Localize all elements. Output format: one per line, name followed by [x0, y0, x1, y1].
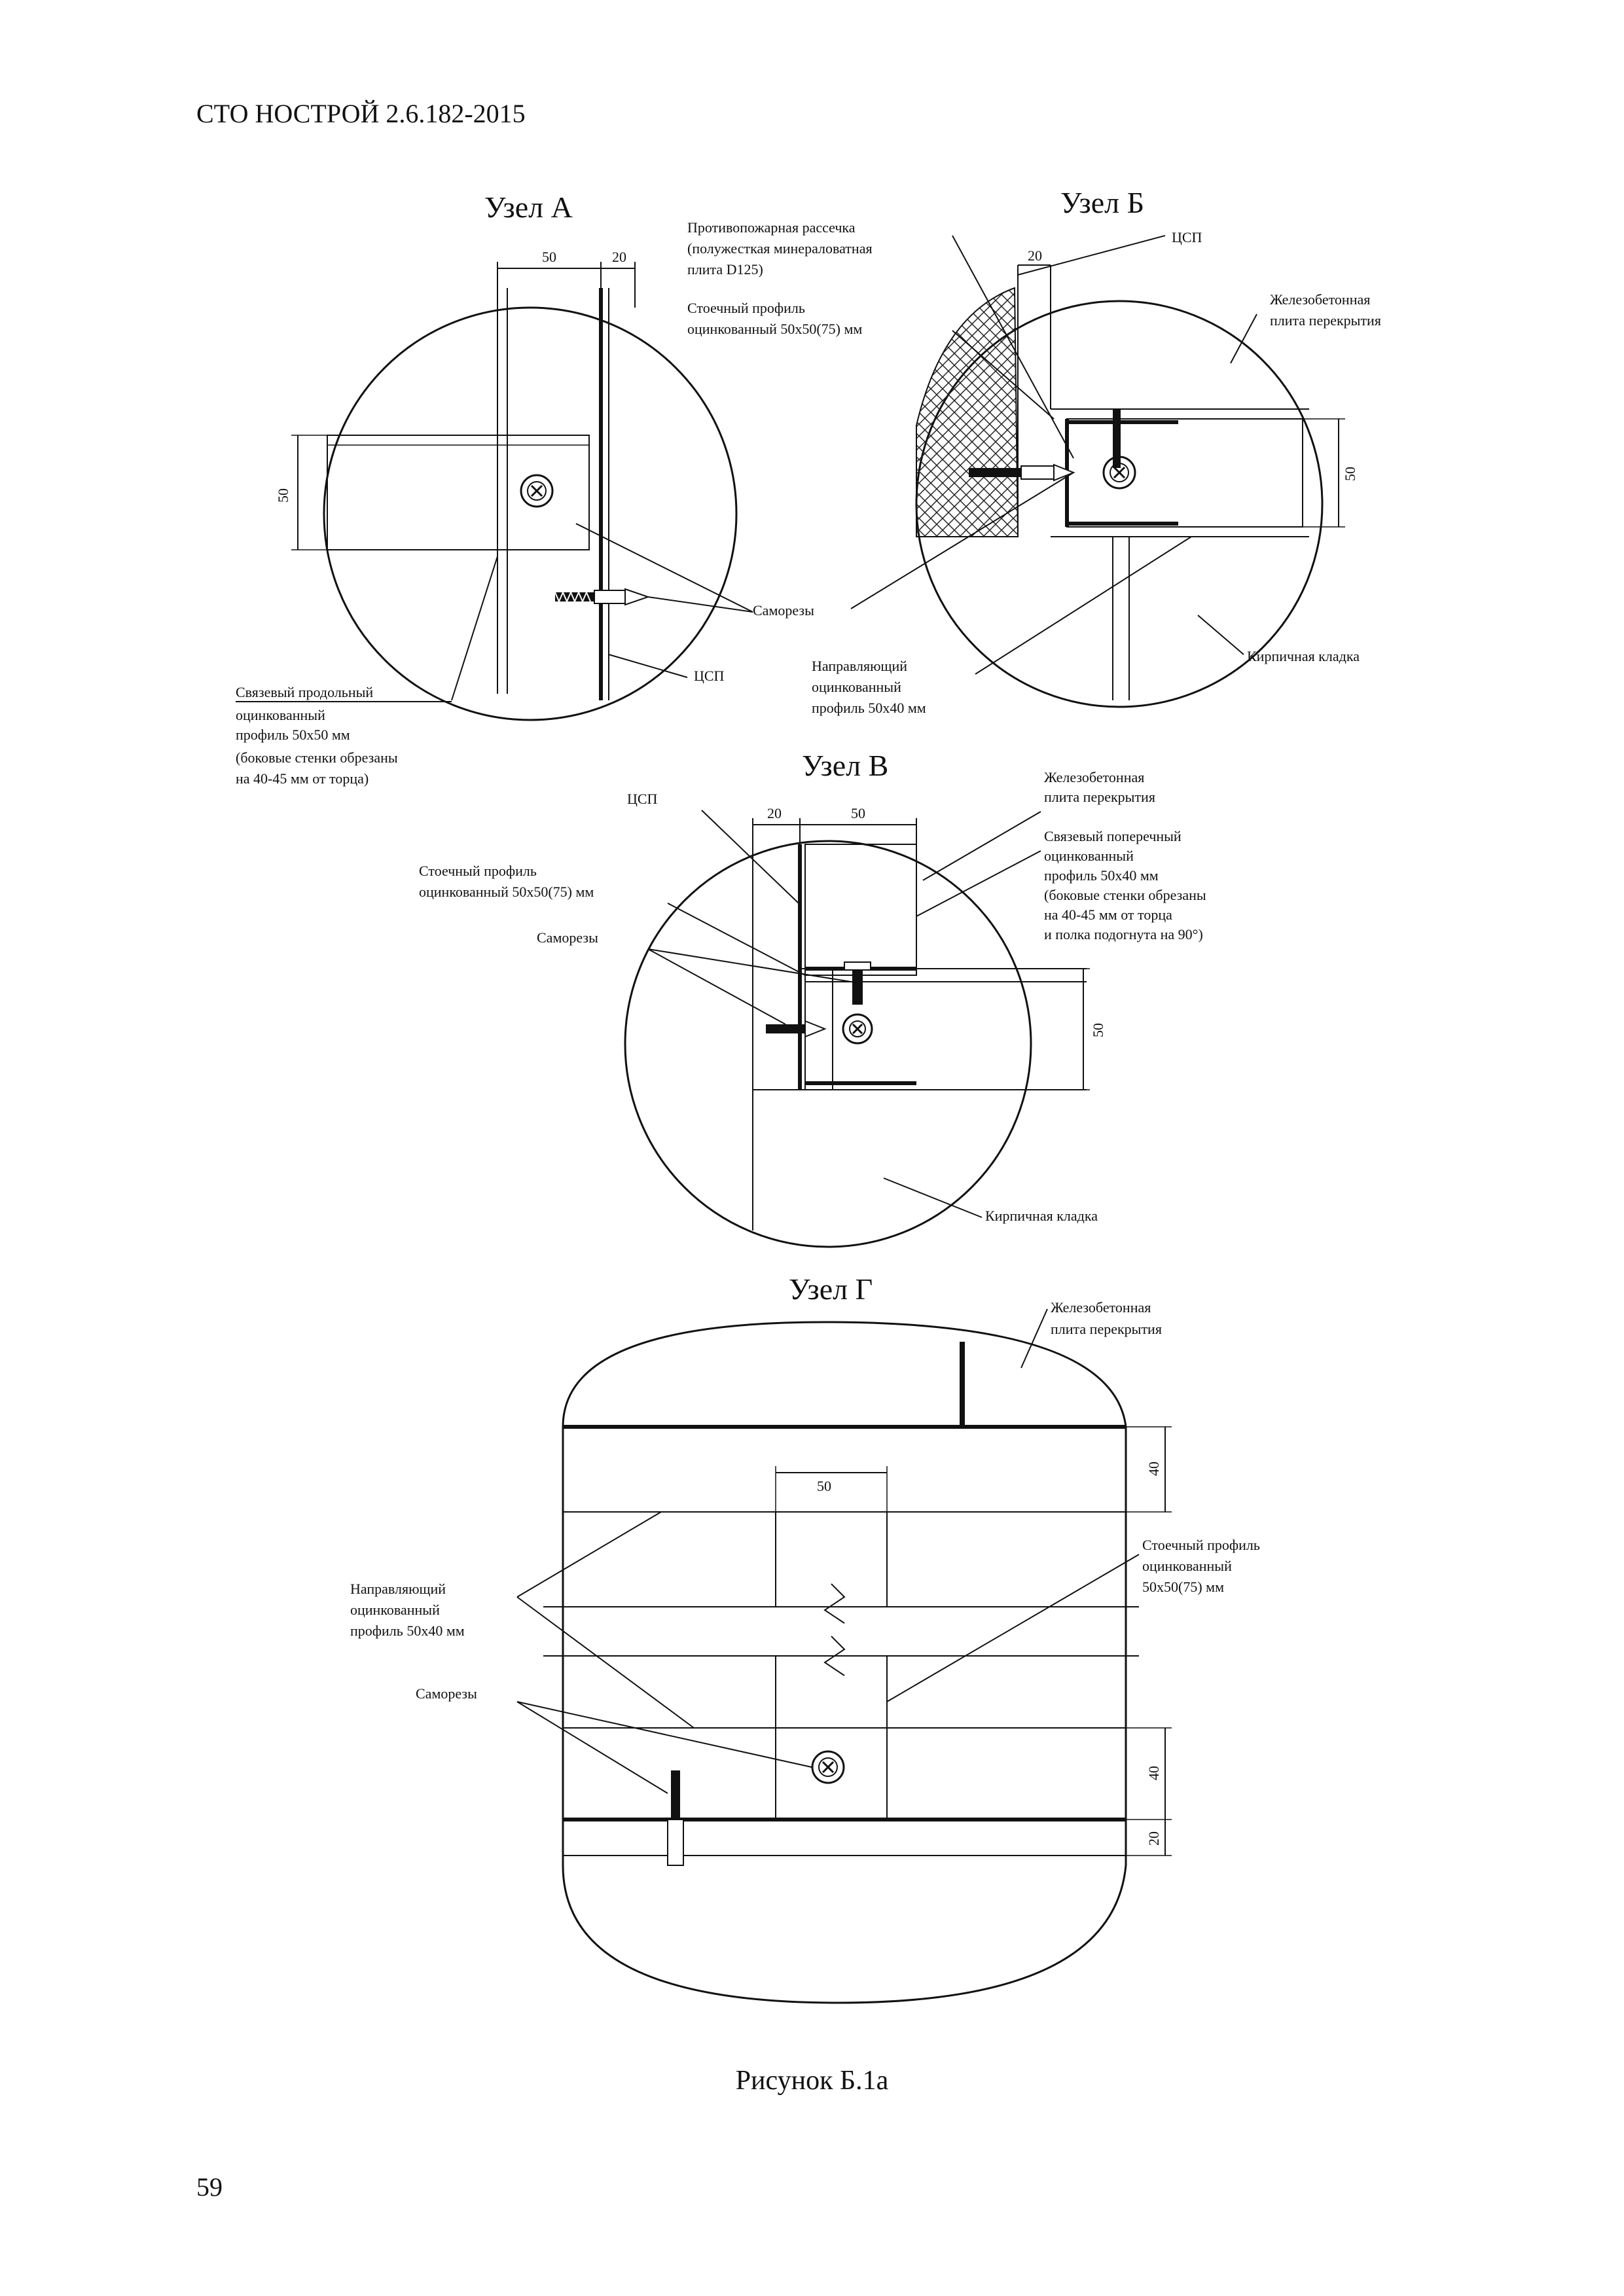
screw-head-icon: [520, 474, 554, 508]
node-v-dim-20: 20: [767, 805, 782, 821]
node-v-circle: [624, 840, 1032, 1248]
node-v: Узел В 20 50: [419, 749, 1206, 1248]
node-v-label-cross-1: Связевый поперечный: [1044, 828, 1182, 844]
node-b-label-tsp: ЦСП: [1172, 229, 1202, 245]
node-b-label-fire-cut-3: плита D125): [687, 261, 763, 278]
node-b-label-slab-2: плита перекрытия: [1270, 312, 1381, 329]
node-g: Узел Г 50: [350, 1272, 1260, 2004]
node-v-label-drain-2: оцинкованный 50х50(75) мм: [419, 884, 594, 900]
node-b-label-fire-cut-2: (полужесткая минераловатная: [687, 240, 873, 257]
node-v-label-cross-2: оцинкованный: [1044, 848, 1134, 864]
screw-icon: [766, 1020, 827, 1038]
node-a-circle: [323, 306, 738, 721]
node-v-label-cross-4: (боковые стенки обрезаны: [1044, 887, 1206, 903]
node-b-label-guide-2: оцинкованный: [812, 679, 901, 695]
node-g-dim-50: 50: [817, 1478, 831, 1494]
node-v-dim-50: 50: [851, 805, 865, 821]
node-v-title: Узел В: [802, 749, 888, 782]
node-g-dim-40-top: 40: [1146, 1462, 1162, 1476]
page-number: 59: [196, 2172, 223, 2202]
node-b-label-brick: Кирпичная кладка: [1247, 648, 1360, 664]
figure-caption: Рисунок Б.1а: [735, 2066, 889, 2096]
fire-cut-hatch: [916, 287, 1019, 537]
node-g-label-guide-2: оцинкованный: [350, 1602, 440, 1618]
screw-icon: [969, 463, 1075, 482]
node-g-label-slab-1: Железобетонная: [1051, 1299, 1151, 1316]
node-g-dim-20: 20: [1146, 1831, 1162, 1846]
node-b-title: Узел Б: [1060, 186, 1144, 219]
node-g-dim-40-bottom: 40: [1146, 1766, 1162, 1780]
node-v-dim-50-vert: 50: [1090, 1023, 1106, 1037]
node-b-label-drain-profile-2: оцинкованный 50х50(75) мм: [687, 321, 862, 337]
node-a-label-screws: Саморезы: [753, 602, 814, 619]
node-g-label-screws: Саморезы: [416, 1685, 477, 1702]
node-b-label-drain-profile-1: Стоечный профиль: [687, 300, 805, 316]
node-g-outline: [562, 1321, 1127, 2004]
node-a-title: Узел А: [484, 190, 573, 224]
node-b-dim-50-vert: 50: [1342, 467, 1358, 481]
node-v-label-tsp: ЦСП: [627, 791, 658, 807]
node-a: Узел А 50 20 50: [236, 190, 814, 787]
screw-icon: [554, 588, 651, 606]
node-g-label-slab-2: плита перекрытия: [1051, 1321, 1162, 1337]
node-b: Узел Б 20 50: [687, 186, 1381, 716]
node-v-label-drain-1: Стоечный профиль: [419, 863, 537, 879]
node-b-label-guide-1: Направляющий: [812, 658, 907, 674]
screw-icon: [667, 1770, 684, 1866]
node-a-label-link-profile-1: Связевый продольный: [236, 684, 373, 700]
node-b-label-fire-cut-1: Противопожарная рассечка: [687, 219, 856, 236]
node-a-label-link-profile-3: профиль 50х50 мм: [236, 726, 350, 743]
node-v-label-screws: Саморезы: [537, 929, 598, 946]
node-v-label-cross-6: и полка подогнута на 90°): [1044, 926, 1203, 942]
node-g-label-guide-1: Направляющий: [350, 1581, 446, 1597]
screw-icon: [1113, 409, 1121, 468]
node-a-dim-50-vert: 50: [275, 488, 291, 503]
node-v-label-slab-1: Железобетонная: [1044, 769, 1144, 785]
node-v-label-cross-5: на 40-45 мм от торца: [1044, 906, 1172, 923]
node-b-dim-20: 20: [1028, 247, 1042, 264]
node-v-label-cross-3: профиль 50х40 мм: [1044, 867, 1159, 884]
node-g-label-drain-1: Стоечный профиль: [1142, 1537, 1260, 1553]
document-header: СТО НОСТРОЙ 2.6.182-2015: [196, 99, 526, 128]
node-v-label-brick: Кирпичная кладка: [985, 1208, 1098, 1224]
node-g-title: Узел Г: [789, 1272, 873, 1306]
screw-head-icon: [811, 1750, 845, 1784]
node-a-dim-50: 50: [542, 249, 556, 265]
node-a-label-link-profile-4: (боковые стенки обрезаны: [236, 749, 398, 766]
node-a-label-link-profile-2: оцинкованный: [236, 707, 325, 723]
screw-icon: [844, 961, 871, 1005]
node-g-label-drain-3: 50х50(75) мм: [1142, 1579, 1224, 1595]
node-g-label-guide-3: профиль 50х40 мм: [350, 1623, 465, 1639]
node-g-label-drain-2: оцинкованный: [1142, 1558, 1232, 1574]
node-v-label-slab-2: плита перекрытия: [1044, 789, 1155, 805]
node-a-label-link-profile-5: на 40-45 мм от торца): [236, 770, 369, 787]
node-b-label-guide-3: профиль 50х40 мм: [812, 700, 926, 716]
screw-head-icon: [842, 1013, 873, 1045]
node-a-dim-20: 20: [612, 249, 626, 265]
node-b-label-slab-1: Железобетонная: [1270, 291, 1370, 308]
node-a-label-tsp: ЦСП: [694, 668, 725, 684]
